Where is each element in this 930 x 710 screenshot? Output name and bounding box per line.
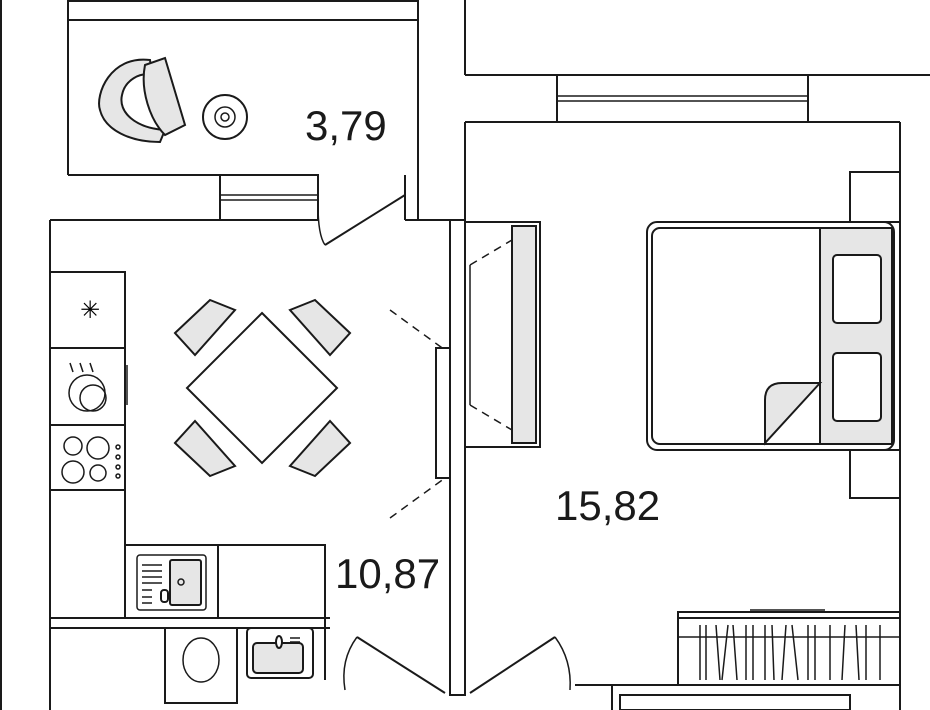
freezer-icon: ✳ bbox=[80, 296, 100, 324]
armchair-icon bbox=[98, 56, 187, 144]
kitchen-door-swing bbox=[389, 309, 446, 519]
washing-machine-icon bbox=[164, 627, 238, 704]
stove-icon bbox=[61, 436, 121, 484]
oven-icon bbox=[68, 362, 128, 412]
round-table-icon bbox=[202, 94, 248, 140]
bed-icon bbox=[646, 221, 895, 451]
windows bbox=[219, 74, 901, 499]
closet-icon bbox=[677, 609, 901, 686]
kitchen-sink-icon bbox=[136, 554, 207, 611]
dining-table-icon bbox=[173, 298, 352, 478]
bathroom-sink-icon bbox=[246, 627, 314, 679]
kitchen-area-label: 10,87 bbox=[335, 550, 440, 597]
kitchen-door[interactable] bbox=[343, 636, 446, 694]
balcony-area-label: 3,79 bbox=[305, 102, 387, 149]
bedroom-door[interactable] bbox=[469, 636, 571, 694]
balcony-door[interactable] bbox=[317, 194, 406, 246]
bedroom-area-label: 15,82 bbox=[555, 482, 660, 529]
wardrobe bbox=[464, 221, 541, 448]
hallway-shelf bbox=[619, 694, 851, 710]
